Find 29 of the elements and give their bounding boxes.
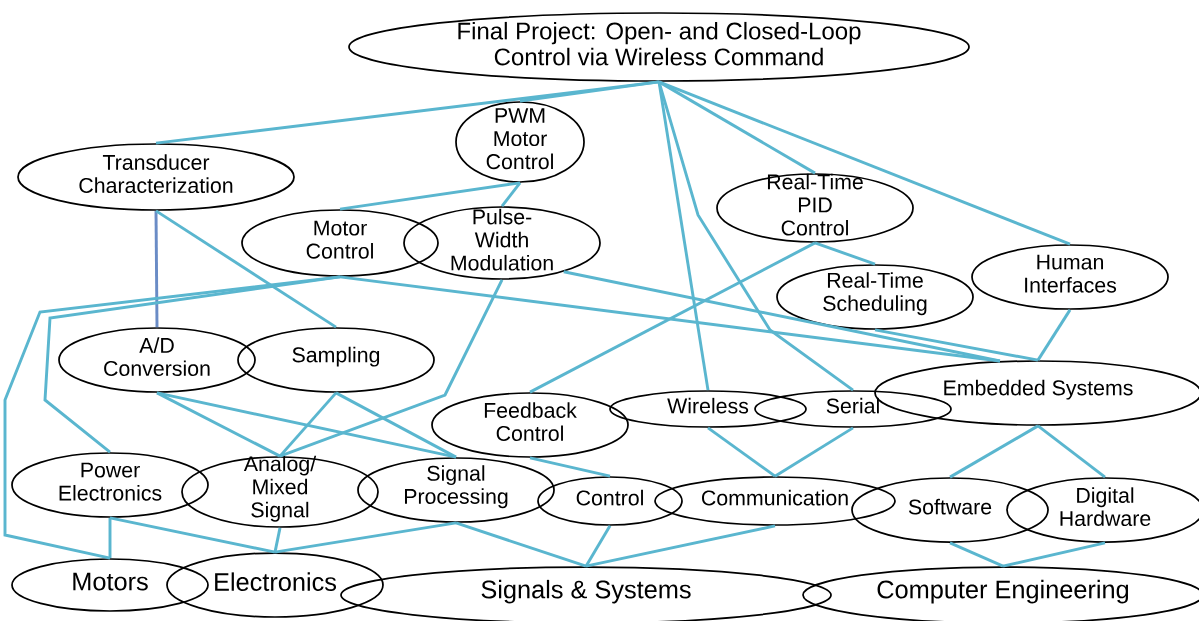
connector-line: [108, 517, 112, 559]
connector-line: [774, 426, 854, 478]
connector-line: [658, 80, 1071, 246]
connector-line: [707, 426, 776, 478]
connector-line: [278, 391, 338, 458]
connector-line: [154, 210, 159, 328]
connector-line: [949, 541, 1004, 568]
connector-line: [949, 424, 1039, 479]
connector-line: [529, 241, 816, 394]
connector-line: [156, 391, 457, 459]
connector-line: [335, 391, 457, 459]
connector-line: [109, 516, 276, 554]
connector-line: [563, 270, 1001, 363]
connector-line: [500, 181, 522, 208]
connector-line: [1002, 541, 1106, 568]
connector-line: [155, 209, 337, 329]
connector-line: [273, 527, 282, 553]
connector-line: [156, 391, 281, 458]
connector-line: [339, 181, 521, 211]
connector-line: [874, 328, 1039, 362]
connector-line: [1036, 309, 1072, 361]
connector-line: [585, 524, 776, 568]
connector-line: [3, 275, 341, 560]
connector-line: [519, 80, 660, 103]
connector-line: [274, 521, 457, 554]
connector-line: [584, 525, 612, 567]
connector-line: [1037, 424, 1106, 479]
connector-line: [455, 521, 587, 568]
connector-line: [279, 279, 504, 458]
